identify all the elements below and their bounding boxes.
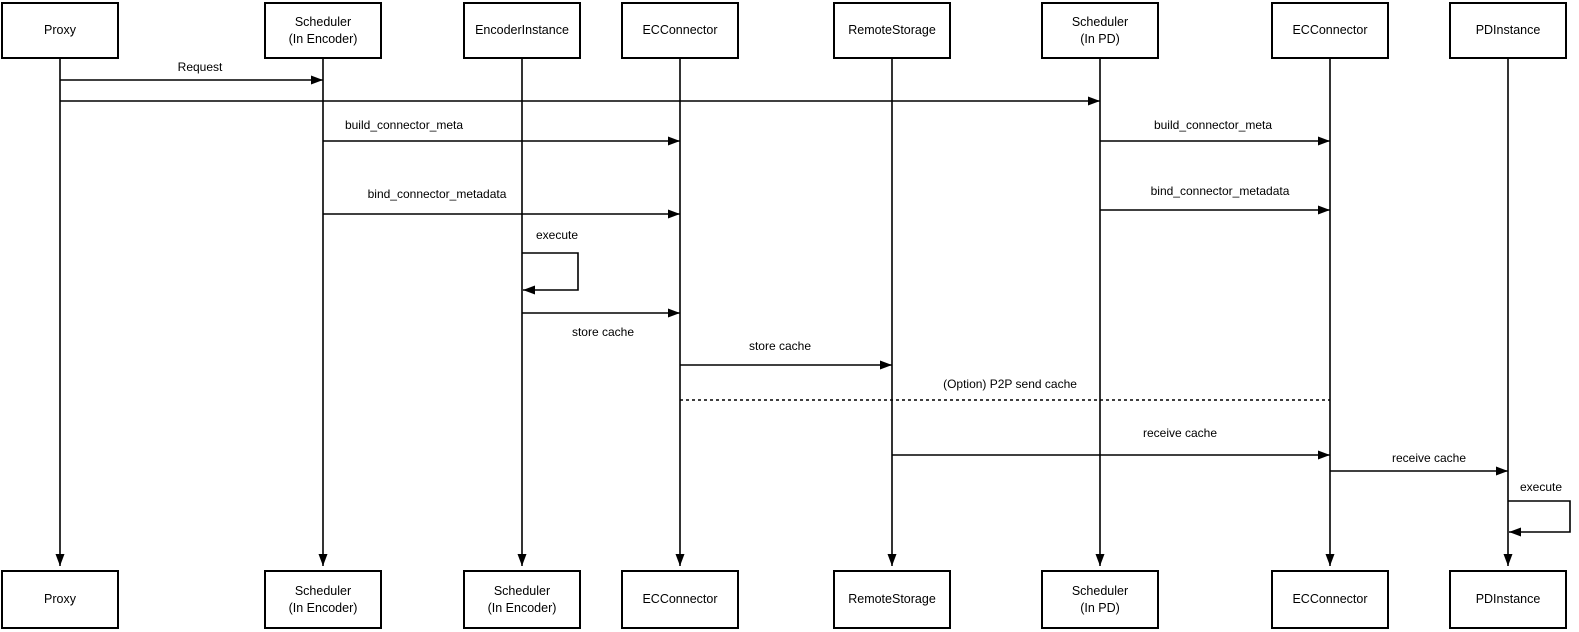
actor-box-top-remote-storage: RemoteStorage: [833, 2, 951, 59]
self-loop-execute-pd: [1508, 500, 1571, 537]
message-label-build-connector-meta-right: build_connector_meta: [1153, 118, 1273, 132]
actor-box-bottom-ec-connector-1: ECConnector: [621, 570, 739, 629]
actor-label-top-scheduler-pd: Scheduler (In PD): [1071, 15, 1129, 46]
actor-label-top-remote-storage: RemoteStorage: [848, 23, 936, 38]
actor-label-bottom-scheduler-encoder: Scheduler (In Encoder): [288, 584, 358, 615]
message-label-store-cache-encoder: store cache: [571, 325, 635, 339]
self-loop-label-execute-encoder: execute: [535, 228, 579, 242]
self-loop-execute-encoder: [522, 252, 579, 295]
actor-box-top-ec-connector-1: ECConnector: [621, 2, 739, 59]
actor-box-top-ec-connector-2: ECConnector: [1271, 2, 1389, 59]
actor-box-bottom-scheduler-pd: Scheduler (In PD): [1041, 570, 1159, 629]
actor-label-top-pd-instance: PDInstance: [1475, 23, 1541, 38]
message-label-bind-connector-metadata-right: bind_connector_metadata: [1150, 184, 1290, 198]
actor-box-top-pd-instance: PDInstance: [1449, 2, 1567, 59]
message-label-build-connector-meta-left: build_connector_meta: [344, 118, 464, 132]
actor-label-bottom-encoder-instance: Scheduler (In Encoder): [487, 584, 557, 615]
actor-label-bottom-ec-connector-1: ECConnector: [642, 592, 718, 607]
actor-label-top-ec-connector-1: ECConnector: [642, 23, 718, 38]
message-label-receive-cache-remote: receive cache: [1142, 426, 1218, 440]
message-label-request: Request: [177, 60, 223, 74]
actor-box-bottom-ec-connector-2: ECConnector: [1271, 570, 1389, 629]
message-label-receive-cache-pd: receive cache: [1391, 451, 1467, 465]
actor-label-bottom-remote-storage: RemoteStorage: [848, 592, 936, 607]
actor-label-top-proxy: Proxy: [44, 23, 76, 38]
actor-box-top-scheduler-encoder: Scheduler (In Encoder): [264, 2, 382, 59]
actor-box-top-encoder-instance: EncoderInstance: [463, 2, 581, 59]
actor-box-bottom-encoder-instance: Scheduler (In Encoder): [463, 570, 581, 629]
message-label-store-cache-remote: store cache: [748, 339, 812, 353]
message-label-bind-connector-metadata-left: bind_connector_metadata: [367, 187, 507, 201]
actor-box-top-proxy: Proxy: [1, 2, 119, 59]
actor-label-bottom-proxy: Proxy: [44, 592, 76, 607]
actor-box-bottom-pd-instance: PDInstance: [1449, 570, 1567, 629]
actor-label-top-scheduler-encoder: Scheduler (In Encoder): [288, 15, 358, 46]
actor-label-bottom-ec-connector-2: ECConnector: [1292, 592, 1368, 607]
actor-label-bottom-pd-instance: PDInstance: [1475, 592, 1541, 607]
actor-label-top-ec-connector-2: ECConnector: [1292, 23, 1368, 38]
message-label-p2p-send-cache: (Option) P2P send cache: [943, 377, 1077, 391]
actor-box-bottom-scheduler-encoder: Scheduler (In Encoder): [264, 570, 382, 629]
actor-box-bottom-proxy: Proxy: [1, 570, 119, 629]
actor-box-top-scheduler-pd: Scheduler (In PD): [1041, 2, 1159, 59]
actor-label-top-encoder-instance: EncoderInstance: [475, 23, 569, 38]
self-loop-label-execute-pd: execute: [1519, 480, 1563, 494]
actor-box-bottom-remote-storage: RemoteStorage: [833, 570, 951, 629]
actor-label-bottom-scheduler-pd: Scheduler (In PD): [1071, 584, 1129, 615]
